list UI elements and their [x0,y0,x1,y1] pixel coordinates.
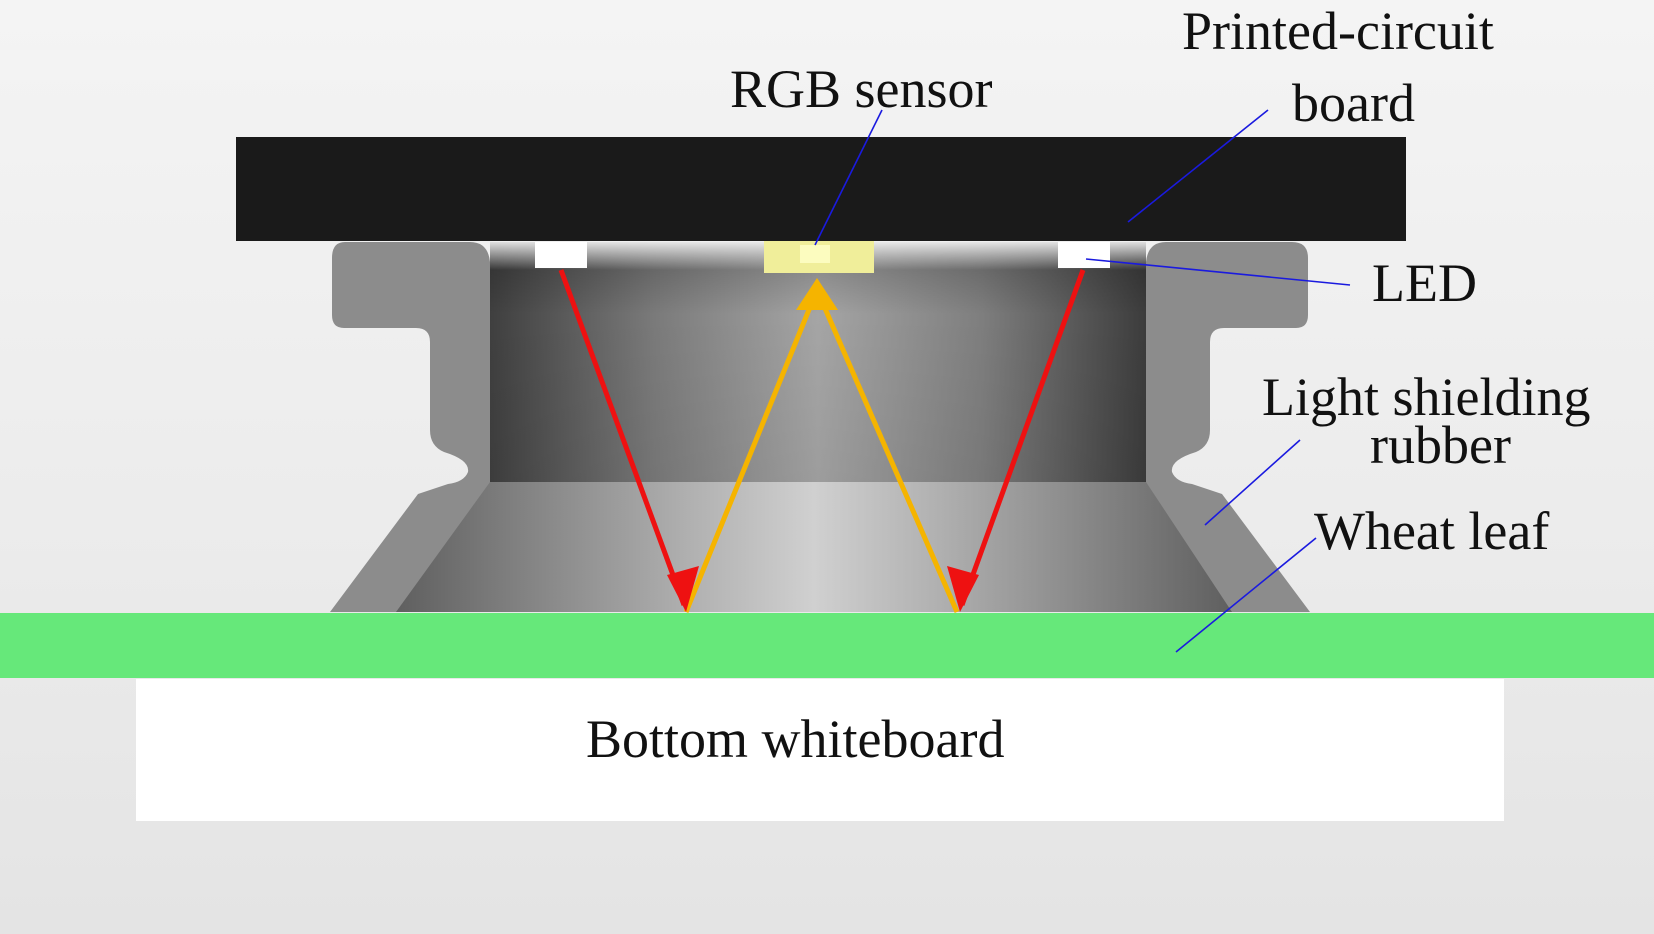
led-left [535,242,587,268]
wheat-leaf-leader [1175,537,1317,653]
cavity-floor [396,482,1232,612]
emitted-arrowhead-left [667,566,699,612]
led-leader [1085,258,1351,286]
rgb-sensor-label: RGB sensor [730,59,993,119]
emitted-light-ray-left [558,269,687,606]
emitted-light-ray-right [959,269,1086,606]
rubber-label-line2: rubber [1370,415,1511,475]
rgb-sensor-die [800,245,830,263]
pcb-label-line2: board [1292,73,1415,133]
bottom-whiteboard [136,679,1504,821]
led-label: LED [1372,253,1477,313]
wheat-leaf-label: Wheat leaf [1314,501,1550,561]
reflected-light-ray-right [814,289,960,613]
pcb-leader [1127,109,1269,223]
rubber-leader [1204,439,1301,526]
rgb-sensor-leader [814,109,883,246]
reflected-light-ray-left [683,289,820,613]
printed-circuit-board [236,137,1406,241]
wheat-leaf [0,613,1654,678]
led-right [1058,242,1110,268]
reflected-arrowhead [796,278,838,310]
pcb-label-line1: Printed-circuit [1182,1,1494,61]
rubber-label-line1: Light shielding [1262,367,1591,427]
emitted-arrowhead-right [947,566,979,612]
whiteboard-label: Bottom whiteboard [586,709,1005,769]
